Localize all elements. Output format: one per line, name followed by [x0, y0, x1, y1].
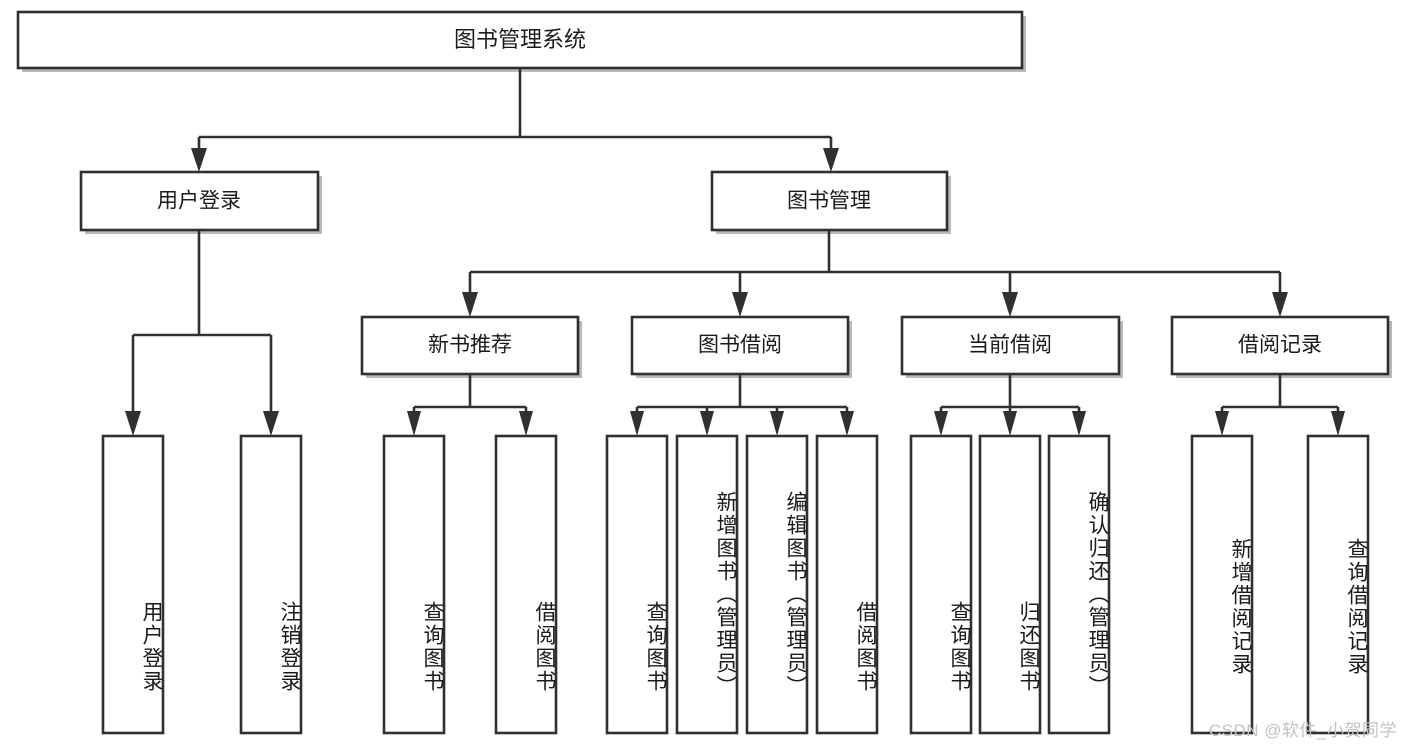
leaf-label-user-login-0: 用户登录: [140, 600, 163, 693]
leaf-rect: [494, 434, 558, 735]
leaf-rect: [815, 434, 879, 735]
leaf-rect: [605, 434, 669, 735]
leaf-box-current-borrow-0[interactable]: [909, 434, 973, 735]
user-login-label: 用户登录: [157, 190, 241, 213]
book-management-box: [710, 170, 949, 232]
leaf-label-current-borrow-0: 查询图书: [948, 600, 971, 693]
leaf-rect: [239, 434, 303, 735]
leaf-label-book-borrow-2: 编辑图书（管理员）: [784, 491, 807, 698]
node-borrow-record[interactable]: 借阅记录: [1170, 315, 1392, 378]
root-box: [16, 10, 1024, 70]
leaf-box-new-book-recommend-1[interactable]: [494, 434, 558, 735]
leaf-box-current-borrow-1[interactable]: [978, 434, 1042, 735]
leaf-label-borrow-record-0: 新增借阅记录: [1229, 537, 1252, 676]
leaf-label-new-book-recommend-0: 查询图书: [421, 600, 444, 693]
leaf-box-book-borrow-2[interactable]: [745, 434, 809, 735]
leaf-box-book-borrow-1[interactable]: [675, 434, 739, 735]
leaf-rect: [101, 434, 165, 735]
borrow-record-label: 借阅记录: [1238, 334, 1322, 357]
node-user-login[interactable]: 用户登录: [79, 170, 322, 234]
leaf-box-borrow-record-1[interactable]: [1306, 434, 1370, 735]
leaf-label-current-borrow-2: 确认归还（管理员）: [1086, 491, 1109, 698]
leaf-rect: [1190, 434, 1254, 735]
leaf-box-current-borrow-2[interactable]: [1047, 434, 1111, 735]
node-current-borrow[interactable]: 当前借阅: [900, 315, 1123, 378]
leaf-label-book-borrow-1: 新增图书（管理员）: [714, 491, 737, 698]
current-borrow-box: [900, 315, 1121, 376]
leaf-label-book-borrow-0: 查询图书: [644, 600, 667, 693]
root-label: 图书管理系统: [454, 27, 586, 52]
user-login-box: [79, 170, 320, 232]
leaf-box-book-borrow-3[interactable]: [815, 434, 879, 735]
book-management-label: 图书管理: [787, 190, 871, 213]
connector-user-login-to-leaves: [125, 230, 279, 436]
leaf-label-new-book-recommend-1: 借阅图书: [533, 600, 556, 693]
leaf-label-book-borrow-3: 借阅图书: [854, 600, 877, 693]
current-borrow-label: 当前借阅: [968, 334, 1052, 357]
leaf-rect: [1047, 434, 1111, 735]
new-book-recommend-label: 新书推荐: [428, 334, 512, 357]
node-root[interactable]: 图书管理系统: [16, 10, 1026, 72]
connector-book-management-to-level3: [462, 230, 1288, 317]
connector-book-borrow-to-leaves: [630, 374, 854, 436]
leaf-rect: [675, 434, 739, 735]
leaf-label-current-borrow-1: 归还图书: [1017, 600, 1040, 693]
connector-new-book-recommend-to-leaves: [407, 374, 533, 436]
leaf-rect: [978, 434, 1042, 735]
leaf-box-user-login-0[interactable]: [101, 434, 165, 735]
leaf-box-borrow-record-0[interactable]: [1190, 434, 1254, 735]
node-book-management[interactable]: 图书管理: [710, 170, 951, 234]
leaf-label-user-login-1: 注销登录: [278, 600, 301, 693]
node-book-borrow[interactable]: 图书借阅: [630, 315, 852, 378]
connector-borrow-record-to-leaves: [1215, 374, 1345, 436]
leaf-box-book-borrow-0[interactable]: [605, 434, 669, 735]
leaf-rect: [1306, 434, 1370, 735]
book-borrow-label: 图书借阅: [698, 334, 782, 357]
leaf-rect: [745, 434, 809, 735]
leaf-rect: [382, 434, 446, 735]
connector-root-to-level2: [191, 68, 839, 172]
leaf-box-user-login-1[interactable]: [239, 434, 303, 735]
csdn-watermark: CSDN @软件_小贺同学: [1208, 721, 1397, 740]
leaf-box-new-book-recommend-0[interactable]: [382, 434, 446, 735]
connector-current-borrow-to-leaves: [934, 374, 1086, 436]
leaf-label-borrow-record-1: 查询借阅记录: [1345, 537, 1368, 676]
borrow-record-box: [1170, 315, 1390, 376]
leaf-rect: [909, 434, 973, 735]
node-new-book-recommend[interactable]: 新书推荐: [360, 315, 582, 378]
new-book-recommend-box: [360, 315, 580, 376]
book-borrow-box: [630, 315, 850, 376]
